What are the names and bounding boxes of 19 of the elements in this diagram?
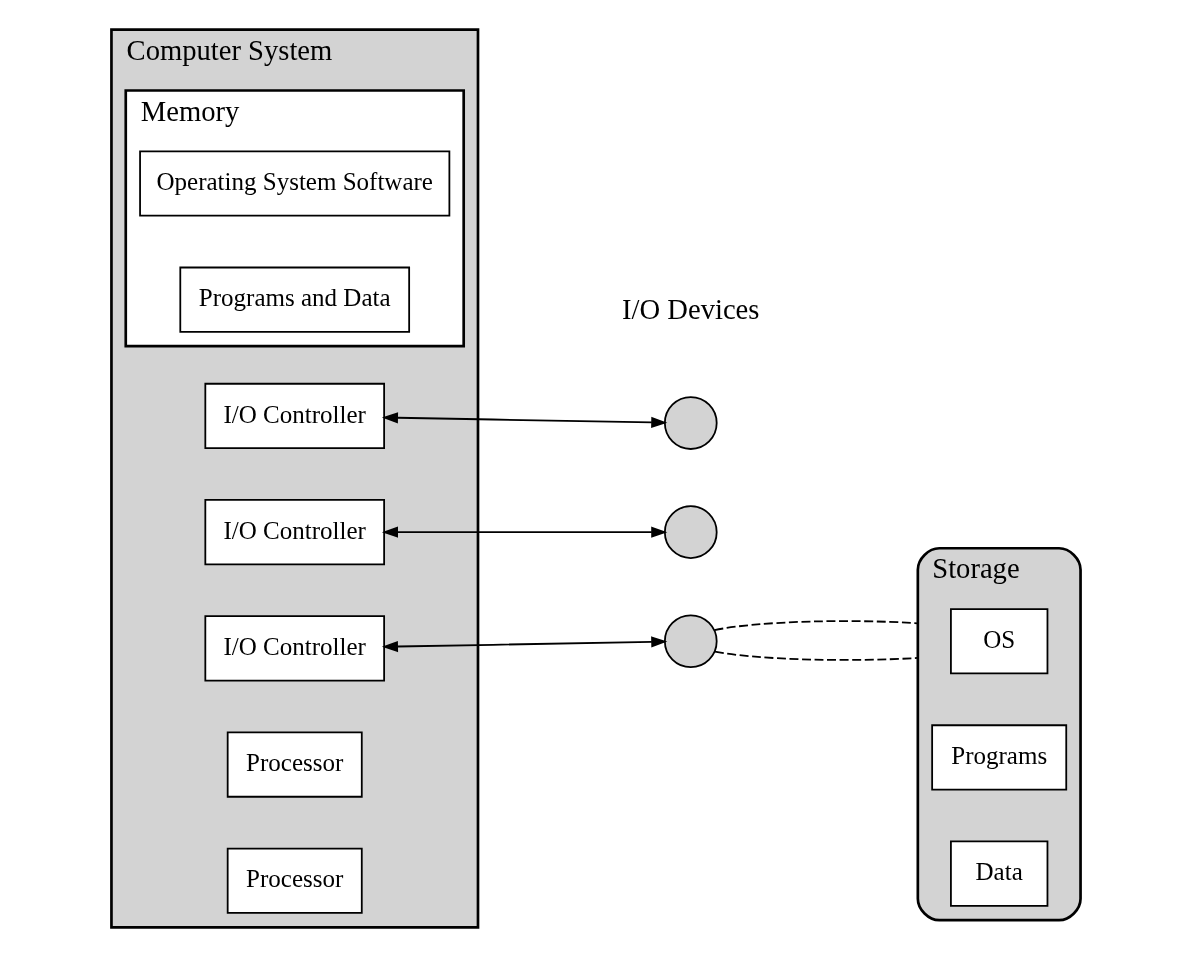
node-box: Data — [950, 840, 1049, 907]
node-box: Processor — [226, 731, 363, 798]
node-box: Operating System Software — [139, 150, 451, 217]
node-box: Programs — [931, 724, 1068, 791]
arrow — [381, 412, 668, 428]
node-circle — [663, 614, 718, 669]
node-circle — [663, 505, 718, 559]
label: I/O Devices — [622, 294, 760, 326]
node-box: Programs and Data — [179, 266, 411, 333]
node-box: OS — [950, 608, 1049, 675]
connector — [714, 650, 919, 661]
connector — [713, 620, 919, 632]
node-box: Processor — [226, 847, 363, 914]
node-box: I/O Controller — [204, 615, 385, 682]
node-box: I/O Controller — [204, 382, 385, 449]
node-circle — [663, 396, 718, 450]
arrow — [381, 636, 668, 653]
node-box: I/O Controller — [204, 499, 385, 566]
arrow — [381, 526, 668, 538]
